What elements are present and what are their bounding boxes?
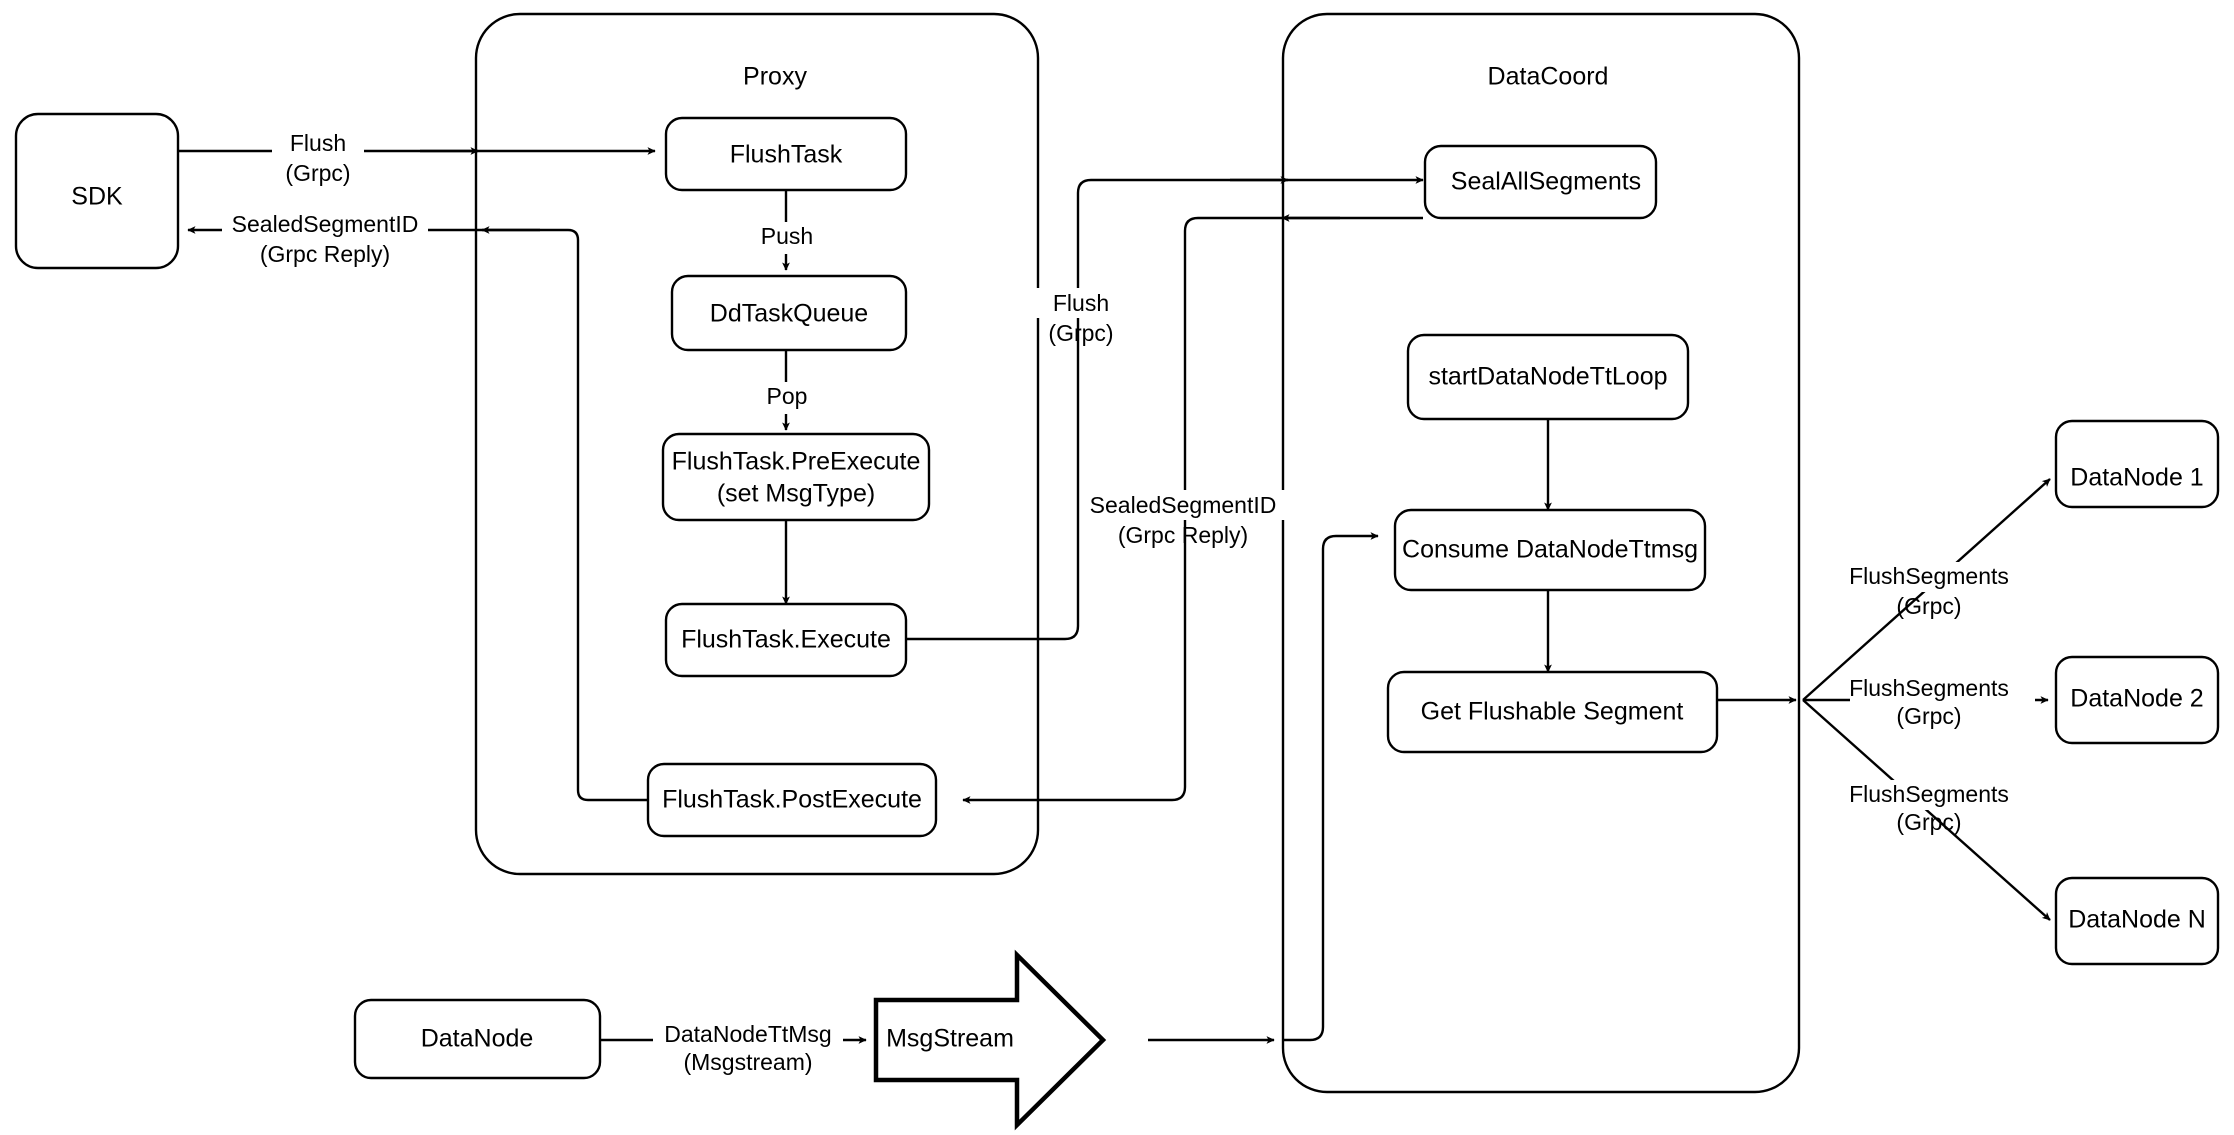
edge-label-datanodettmsg-line1: DataNodeTtMsg [664, 1021, 831, 1047]
node-start-datanode-ttloop[interactable]: startDataNodeTtLoop [1406, 333, 1690, 421]
datanode-bottom-label: DataNode [421, 1025, 534, 1053]
edge-label-sealedsegmentid-line1: SealedSegmentID [232, 211, 419, 237]
datanode-2-box[interactable] [2054, 655, 2220, 745]
ddtaskqueue-box[interactable] [670, 274, 908, 352]
edge-label-coord-to-proxy: SealedSegmentID (Grpc Reply) [1084, 490, 1290, 548]
datanode-n-label: DataNode N [2068, 906, 2206, 934]
datanode-bottom-box[interactable] [353, 998, 602, 1080]
node-consume-datanode-ttmsg[interactable]: Consume DataNodeTtmsg [1393, 508, 1707, 592]
edge-label-flushsegments-1-line2: (Grpc) [1896, 593, 1961, 619]
ddtaskqueue-label: DdTaskQueue [710, 300, 868, 328]
datanode-1-box[interactable] [2054, 419, 2220, 509]
sealallsegments-box[interactable] [1423, 144, 1658, 220]
postexecute-label: FlushTask.PostExecute [662, 786, 922, 814]
edge-label-proxy-to-coord: Flush (Grpc) [1035, 288, 1127, 346]
edge-label-flushsegments-n-line2: (Grpc) [1896, 809, 1961, 835]
get-flushable-label: Get Flushable Segment [1421, 698, 1684, 726]
datanode-2-label: DataNode 2 [2070, 685, 2203, 713]
get-flushable-box[interactable] [1386, 670, 1719, 754]
proxy-container-label: Proxy [743, 63, 807, 91]
edge-label-flushsegments-1: FlushSegments (Grpc) [1849, 562, 2035, 619]
edge-label-flush-grpc-line1: Flush [290, 130, 346, 156]
node-ddtaskqueue[interactable]: DdTaskQueue [670, 274, 908, 352]
edge-label-sealedsegmentid-coord-line2: (Grpc Reply) [1118, 522, 1248, 548]
msgstream-label: MsgStream [886, 1025, 1014, 1053]
edge-label-sdk-to-proxy: Flush (Grpc) [272, 128, 364, 186]
node-datanode-n[interactable]: DataNode N [2054, 876, 2220, 966]
node-datanode-bottom[interactable]: DataNode [353, 998, 602, 1080]
edge-datacoord-inlet-to-consume [1283, 532, 1379, 1042]
node-flushtask[interactable]: FlushTask [664, 116, 908, 192]
edge-execute-to-sealallsegments [906, 176, 1424, 641]
node-datanode-1[interactable]: DataNode 1 [2054, 419, 2220, 509]
flushtask-label: FlushTask [730, 141, 843, 169]
sealallsegments-label: SealAllSegments [1451, 168, 1641, 196]
datacoord-container-label: DataCoord [1488, 63, 1609, 91]
edge-label-sealedsegmentid-coord-line1: SealedSegmentID [1090, 492, 1277, 518]
edge-label-flushsegments-2-line1: FlushSegments [1849, 675, 2009, 701]
node-datanode-2[interactable]: DataNode 2 [2054, 655, 2220, 745]
execute-label: FlushTask.Execute [681, 626, 891, 654]
sdk-box[interactable] [14, 112, 180, 270]
node-sdk[interactable]: SDK [14, 112, 180, 270]
sdk-label: SDK [71, 183, 123, 211]
consume-ttmsg-label: Consume DataNodeTtmsg [1402, 536, 1698, 564]
datanode-n-box[interactable] [2054, 876, 2220, 966]
node-flushtask-postexecute[interactable]: FlushTask.PostExecute [646, 762, 938, 838]
edge-label-flushsegments-n: FlushSegments (Grpc) [1849, 780, 2035, 835]
edge-label-pop-text: Pop [767, 383, 808, 409]
preexecute-box[interactable] [661, 432, 931, 522]
edge-label-flushsegments-2: FlushSegments (Grpc) [1849, 674, 2035, 729]
execute-box[interactable] [664, 602, 908, 678]
edge-label-flushsegments-1-line1: FlushSegments [1849, 563, 2009, 589]
consume-ttmsg-box[interactable] [1393, 508, 1707, 592]
edge-label-flushsegments-n-line1: FlushSegments [1849, 781, 2009, 807]
datanode-1-label: DataNode 1 [2070, 464, 2203, 492]
node-flushtask-preexecute[interactable]: FlushTask.PreExecute (set MsgType) [661, 432, 931, 522]
msgstream-block-arrow-shape[interactable] [873, 949, 1107, 1131]
edge-label-flushsegments-2-line2: (Grpc) [1896, 703, 1961, 729]
preexecute-label-line2: (set MsgType) [717, 480, 875, 508]
edge-postexecute-to-sdk [187, 226, 650, 802]
node-sealallsegments[interactable]: SealAllSegments [1423, 144, 1658, 220]
edge-label-push-text: Push [761, 223, 813, 249]
start-ttloop-box[interactable] [1406, 333, 1690, 421]
node-msgstream[interactable]: MsgStream [873, 949, 1107, 1131]
edge-label-pop: Pop [757, 382, 817, 414]
edge-label-datanodettmsg-line2: (Msgstream) [683, 1049, 812, 1075]
start-ttloop-label: startDataNodeTtLoop [1428, 363, 1667, 391]
edge-label-flush-coord-line2: (Grpc) [1048, 320, 1113, 346]
node-flushtask-execute[interactable]: FlushTask.Execute [664, 602, 908, 678]
node-get-flushable-segment[interactable]: Get Flushable Segment [1386, 670, 1719, 754]
edge-label-push: Push [752, 222, 822, 254]
postexecute-box[interactable] [646, 762, 938, 838]
edge-label-proxy-to-sdk: SealedSegmentID (Grpc Reply) [222, 209, 428, 267]
edge-label-sealedsegmentid-line2: (Grpc Reply) [260, 241, 390, 267]
edge-label-flush-coord-line1: Flush [1053, 290, 1109, 316]
preexecute-label-line1: FlushTask.PreExecute [672, 448, 921, 476]
edge-label-flush-grpc-line2: (Grpc) [285, 160, 350, 186]
edge-label-datanode-ttmsg: DataNodeTtMsg (Msgstream) [653, 1021, 843, 1075]
flushtask-box[interactable] [664, 116, 908, 192]
